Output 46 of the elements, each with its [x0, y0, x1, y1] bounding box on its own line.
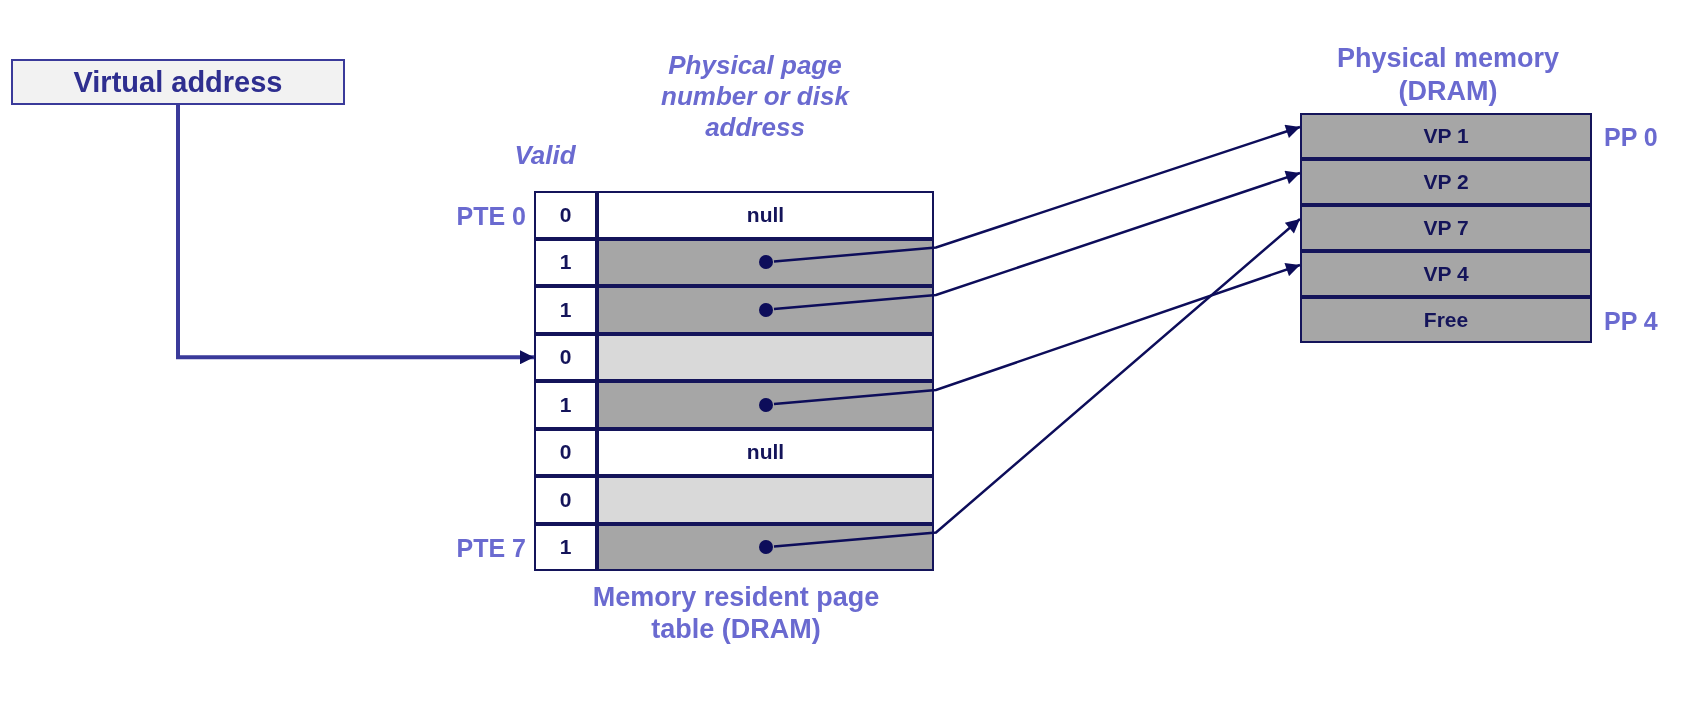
cell-text: VP 7 — [1423, 216, 1469, 240]
physical-page-cell — [1300, 251, 1592, 297]
virtual-address-box — [11, 59, 345, 105]
entry-label: PTE 7 — [456, 534, 526, 564]
valid-bit-cell — [534, 381, 597, 429]
physical-page-cell — [1300, 159, 1592, 205]
pointer-dot — [758, 396, 774, 413]
cell-text: 0 — [559, 440, 572, 465]
cell-text: null — [746, 202, 785, 227]
valid-bit-cell — [534, 476, 597, 524]
page-table-entry-cell — [597, 476, 934, 524]
entry-label: PP 0 — [1604, 123, 1658, 152]
table-caption: Memory resident page table (DRAM) — [591, 581, 881, 646]
column-header: Valid — [513, 140, 577, 172]
valid-bit-cell — [534, 428, 597, 476]
valid-bit-cell — [534, 238, 597, 286]
cell-text: 1 — [559, 392, 572, 417]
pointer-dot — [758, 254, 774, 271]
cell-text: VP 4 — [1423, 262, 1469, 286]
cell-text: 0 — [559, 202, 572, 227]
entry-label: PTE 0 — [456, 201, 526, 231]
column-header: Physical page number or disk address — [660, 50, 851, 144]
pointer-dot — [758, 539, 774, 556]
page-table-entry-cell — [597, 191, 934, 239]
page-table-entry-cell — [597, 286, 934, 334]
page-table-entry-cell — [597, 238, 934, 286]
cell-text: VP 1 — [1423, 124, 1469, 148]
cell-text: VP 2 — [1423, 170, 1469, 194]
table-caption: Physical memory (DRAM) — [1335, 42, 1561, 107]
cell-text: Free — [1423, 308, 1469, 332]
page-table-entry-cell — [597, 523, 934, 571]
cell-text: 1 — [559, 535, 572, 560]
cell-text: 0 — [559, 345, 572, 370]
entry-label: PP 4 — [1604, 307, 1658, 336]
box-label: Virtual address — [73, 65, 283, 99]
cell-text: 1 — [559, 250, 572, 275]
valid-bit-cell — [534, 286, 597, 334]
physical-page-cell — [1300, 205, 1592, 251]
cell-text: 1 — [559, 297, 572, 322]
page-table-entry-cell — [597, 381, 934, 429]
cell-text: 0 — [559, 487, 572, 512]
page-table-entry-cell — [597, 428, 934, 476]
valid-bit-cell — [534, 333, 597, 381]
cell-text: null — [746, 440, 785, 465]
pointer-dot — [758, 301, 774, 318]
page-table-entry-cell — [597, 333, 934, 381]
